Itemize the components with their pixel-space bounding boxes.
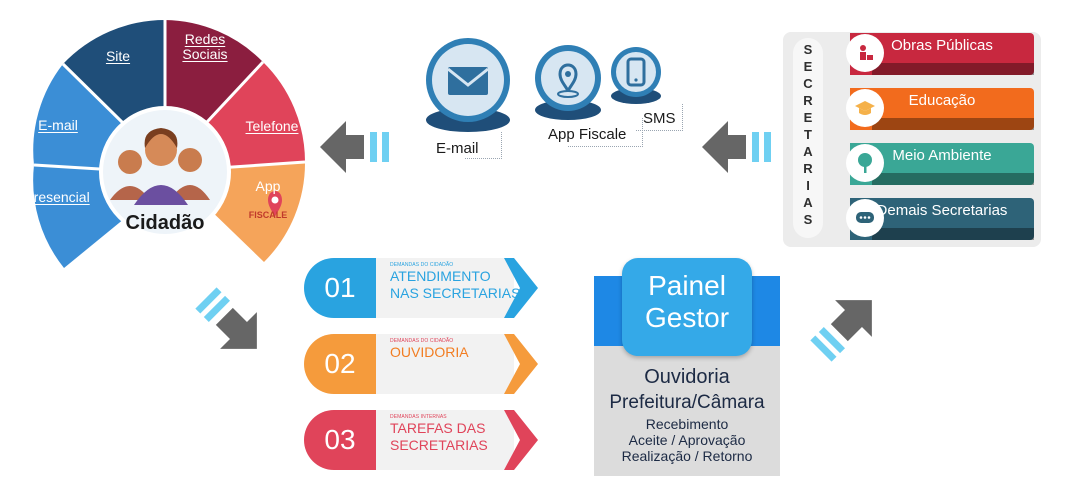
app-fiscale-channel-label: App Fiscale [548, 126, 627, 143]
demand-number: 03 [304, 410, 376, 470]
painel-gestor-badge[interactable]: Painel Gestor [622, 258, 752, 356]
demand-number: 02 [304, 334, 376, 394]
bar-shade [872, 173, 1034, 185]
demand-category: DEMANDAS DO CIDADÃO [390, 338, 454, 344]
sec-letter: E [803, 59, 813, 74]
demand-title: ATENDIMENTO NAS SECRETARIAS [390, 268, 520, 302]
sec-letter: A [803, 195, 813, 210]
demand-body [376, 258, 514, 318]
demand-title-line2: NAS SECRETARIAS [390, 285, 521, 301]
segment-email-label[interactable]: E-mail [38, 117, 78, 133]
construction-icon [846, 34, 884, 72]
location-pin-icon [268, 191, 282, 218]
painel-badge-line1: Painel [648, 270, 726, 301]
secretaria-demais[interactable]: Demais Secretarias [846, 198, 1034, 240]
secretaria-educacao[interactable]: Educação [846, 88, 1034, 130]
painel-badge-line2: Gestor [644, 302, 730, 333]
demand-chevron [504, 334, 538, 394]
demand-body [376, 410, 514, 470]
demand-body [376, 334, 514, 394]
sms-dotline [636, 104, 683, 131]
segment-email [33, 64, 124, 170]
demand-chevron [504, 258, 538, 318]
segment-redes-sociais [165, 20, 263, 122]
center-circle [99, 106, 231, 238]
secretaria-obras-publicas[interactable]: Obras Públicas [846, 33, 1034, 75]
sec-letter: A [803, 144, 813, 159]
segment-site-label[interactable]: Site [105, 48, 131, 64]
arrow-down-right [195, 287, 257, 349]
demand-item-02[interactable]: 02 DEMANDAS DO CIDADÃO OUVIDORIA [304, 334, 538, 394]
segment-presencial-label[interactable]: Presencial [24, 189, 90, 205]
tree-icon [846, 144, 884, 182]
arrow-up-right [810, 300, 872, 362]
sec-letter: R [803, 93, 813, 108]
chat-bubble-icon [846, 199, 884, 237]
segment-site [63, 19, 165, 125]
app-label: App [255, 178, 281, 194]
demand-title-line2: SECRETARIAS [390, 437, 488, 453]
demand-category: DEMANDAS INTERNAS [390, 414, 447, 420]
app-dotline [568, 118, 643, 147]
bar-shade [872, 118, 1034, 130]
demand-number: 01 [304, 258, 376, 318]
demand-title-line1: TAREFAS DAS [390, 420, 486, 436]
mobile-phone-icon [626, 57, 646, 87]
location-pin-icon [557, 63, 579, 98]
demand-title-line1: ATENDIMENTO [390, 268, 491, 284]
sec-letter: T [804, 127, 812, 142]
redes-label-line2: Sociais [182, 46, 228, 62]
fiscale-label: FISCALE [248, 210, 288, 220]
bar-shade [872, 63, 1034, 75]
demand-category: DEMANDAS DO CIDADÃO [390, 262, 454, 268]
citizens-icon [110, 128, 210, 205]
painel-realizacao-retorno: Realização / Retorno [621, 448, 753, 464]
sec-letter: S [803, 42, 813, 57]
secretaria-label: Obras Públicas [891, 37, 993, 54]
painel-prefeitura-camara: Prefeitura/Câmara [609, 392, 765, 413]
demand-title: OUVIDORIA [390, 344, 469, 361]
painel-ouvidoria: Ouvidoria [644, 366, 730, 388]
sec-letter: S [803, 212, 813, 227]
secretaria-label: Educação [908, 92, 976, 109]
demand-item-01[interactable]: 01 DEMANDAS DO CIDADÃO ATENDIMENTO NAS S… [304, 258, 538, 318]
segment-telefone [207, 62, 305, 168]
segment-app-fiscale-label[interactable]: App FISCALE [233, 178, 303, 220]
demand-chevron [504, 410, 538, 470]
painel-recebimento: Recebimento [645, 416, 729, 432]
arrow-left-to-channels [702, 121, 771, 173]
secretaria-meio-ambiente[interactable]: Meio Ambiente [846, 143, 1034, 185]
sec-letter: E [803, 110, 813, 125]
graduation-cap-icon [846, 89, 884, 127]
sms-channel-label: SMS [643, 110, 676, 127]
demand-title-line1: OUVIDORIA [390, 344, 469, 360]
secretaria-label: Demais Secretarias [876, 202, 1008, 219]
segment-telefone-label[interactable]: Telefone [245, 118, 299, 134]
sec-letter: I [806, 178, 810, 193]
email-dotline [465, 132, 502, 159]
channels-wheel [33, 19, 306, 268]
email-channel-label: E-mail [436, 140, 479, 157]
arrow-left-to-wheel [320, 121, 389, 173]
channel-icons [426, 38, 661, 132]
secretaria-label: Meio Ambiente [892, 147, 992, 164]
segment-redes-sociais-label[interactable]: Redes Sociais [180, 32, 230, 62]
sec-letter: C [803, 76, 813, 91]
secretarias-vertical-label: S E C R E T A R I A S [793, 38, 823, 238]
cidadao-label: Cidadão [125, 212, 205, 234]
redes-label-line1: Redes [184, 31, 226, 47]
sec-letter: R [803, 161, 813, 176]
demand-title: TAREFAS DAS SECRETARIAS [390, 420, 488, 454]
painel-aceite-aprovacao: Aceite / Aprovação [628, 432, 746, 448]
envelope-icon [447, 67, 489, 95]
demand-item-03[interactable]: 03 DEMANDAS INTERNAS TAREFAS DAS SECRETA… [304, 410, 538, 470]
bar-shade [872, 228, 1034, 240]
